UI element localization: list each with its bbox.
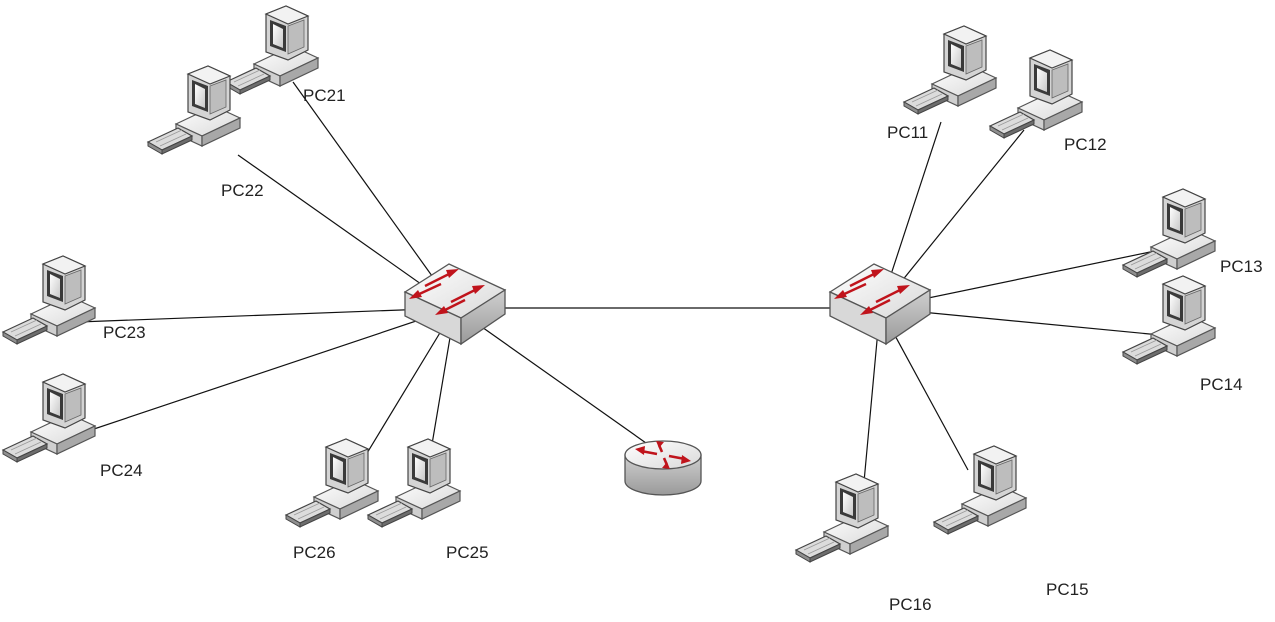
computer-icon xyxy=(989,49,1083,139)
link-switch-left-router xyxy=(454,307,664,456)
computer-icon xyxy=(933,445,1027,535)
computer-pc14: PC14 xyxy=(1122,275,1243,394)
computer-pc26: PC26 xyxy=(285,438,379,562)
computer-label: PC26 xyxy=(293,543,336,562)
computer-icon xyxy=(147,65,241,155)
computer-label: PC12 xyxy=(1064,135,1107,154)
computer-label: PC11 xyxy=(887,123,928,142)
computer-icon xyxy=(2,373,96,463)
links-layer xyxy=(77,81,1161,483)
computer-label: PC15 xyxy=(1046,580,1089,599)
computer-icon xyxy=(285,438,379,528)
computer-icon xyxy=(795,473,889,563)
computer-icon xyxy=(367,438,461,528)
computer-label: PC13 xyxy=(1220,257,1263,276)
link-switch-left-pc26 xyxy=(357,307,456,469)
computer-label: PC23 xyxy=(103,323,146,342)
link-switch-left-pc21 xyxy=(292,81,456,309)
computer-label: PC25 xyxy=(446,543,489,562)
switch-left xyxy=(403,262,507,346)
computer-pc25: PC25 xyxy=(367,438,489,562)
devices-layer xyxy=(403,262,932,497)
computer-pc13: PC13 xyxy=(1122,188,1263,278)
switch-right xyxy=(828,262,932,346)
computer-pc12: PC12 xyxy=(989,49,1107,154)
computer-pc11: PC11 xyxy=(887,25,997,142)
computer-icon xyxy=(1122,275,1216,365)
link-switch-left-pc24 xyxy=(84,307,456,433)
computer-icon xyxy=(225,5,319,95)
router xyxy=(623,439,703,497)
computer-pc22: PC22 xyxy=(147,65,264,200)
computer-label: PC21 xyxy=(303,86,346,105)
computer-pc24: PC24 xyxy=(2,373,143,480)
computer-pc16: PC16 xyxy=(795,473,932,614)
computer-label: PC24 xyxy=(100,461,143,480)
link-switch-left-pc23 xyxy=(77,307,456,323)
computer-icon xyxy=(1122,188,1216,278)
computer-pc21: PC21 xyxy=(225,5,346,105)
computer-icon xyxy=(903,25,997,115)
computer-icon xyxy=(2,255,96,345)
computer-label: PC16 xyxy=(889,595,932,614)
computer-label: PC22 xyxy=(221,181,264,200)
computer-pc23: PC23 xyxy=(2,255,146,345)
computer-label: PC14 xyxy=(1200,375,1243,394)
computer-pc15: PC15 xyxy=(933,445,1089,599)
